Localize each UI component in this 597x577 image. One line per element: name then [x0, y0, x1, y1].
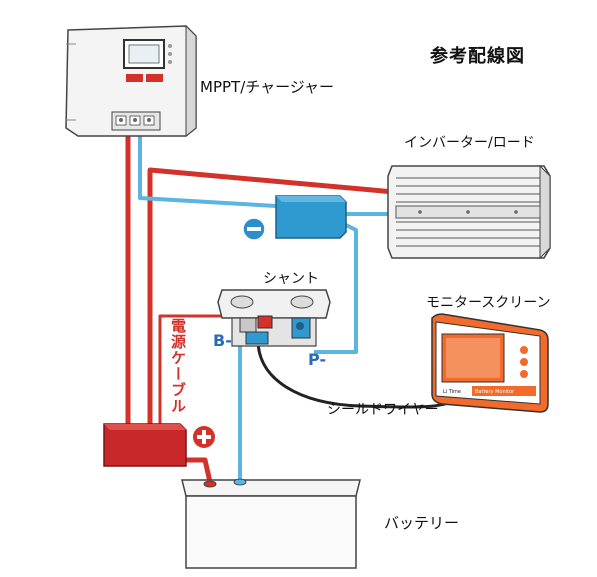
mppt-badge-left	[126, 74, 143, 82]
label-monitor: モニタースクリーン	[426, 295, 551, 311]
diagram-title: 参考配線図	[430, 46, 525, 67]
wire-inverter-positive	[147, 167, 395, 424]
label-inverter: インバーター/ロード	[404, 135, 535, 151]
battery-negative-terminal	[233, 478, 247, 486]
negative-symbol-icon	[242, 217, 266, 241]
positive-symbol-icon	[193, 426, 215, 448]
label-b-minus: B-	[213, 331, 232, 350]
inverter-load	[387, 164, 551, 260]
battery-positive-terminal	[203, 480, 217, 488]
label-battery: バッテリー	[384, 514, 460, 532]
monitor-label-text: Battery Monitor	[475, 389, 515, 395]
wire-power-cable	[158, 314, 238, 424]
label-shunt: シャント	[263, 271, 319, 287]
wire-shield	[256, 339, 460, 409]
label-mppt: MPPT/チャージャー	[200, 78, 335, 96]
monitor-screen	[431, 313, 549, 413]
shunt	[217, 289, 331, 347]
label-shield-wire: シールドワイヤー	[327, 402, 439, 418]
label-power-cable: 電源ケーブル	[169, 318, 187, 414]
negative-bus-block	[275, 195, 347, 239]
wire-negative-to-shunt	[314, 222, 358, 354]
wire-mppt-negative	[138, 130, 277, 208]
label-p-minus: P-	[308, 350, 327, 369]
mppt-charger	[65, 24, 197, 138]
fuse	[103, 423, 187, 467]
monitor-brand-text: Li Time	[443, 389, 462, 395]
mppt-badge-right	[146, 74, 163, 82]
wire-fuse-battery-positive	[186, 457, 213, 483]
battery	[181, 478, 361, 569]
